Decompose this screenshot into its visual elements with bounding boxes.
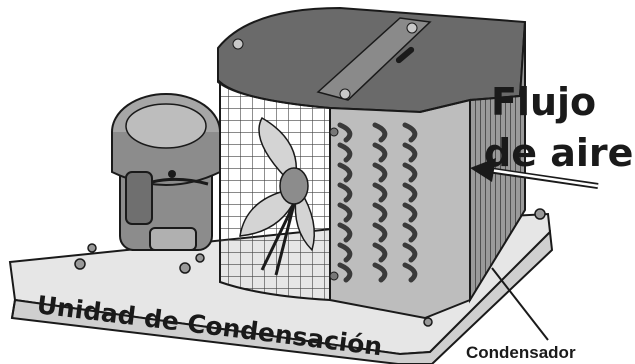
mounting-bolts [74, 208, 546, 327]
condenser-label: Condensador [466, 343, 576, 362]
compressor [111, 93, 221, 251]
condenser-leader-line [491, 267, 549, 341]
fan-grille [219, 79, 331, 302]
condenser-coil [329, 98, 471, 320]
airflow-label-line1: Flujo [491, 80, 596, 124]
condenser-fins [419, 21, 526, 304]
airflow-label-line2: de aire [484, 131, 633, 175]
airflow-arrow [470, 158, 599, 189]
fan [239, 116, 315, 276]
top-panel [217, 6, 527, 114]
